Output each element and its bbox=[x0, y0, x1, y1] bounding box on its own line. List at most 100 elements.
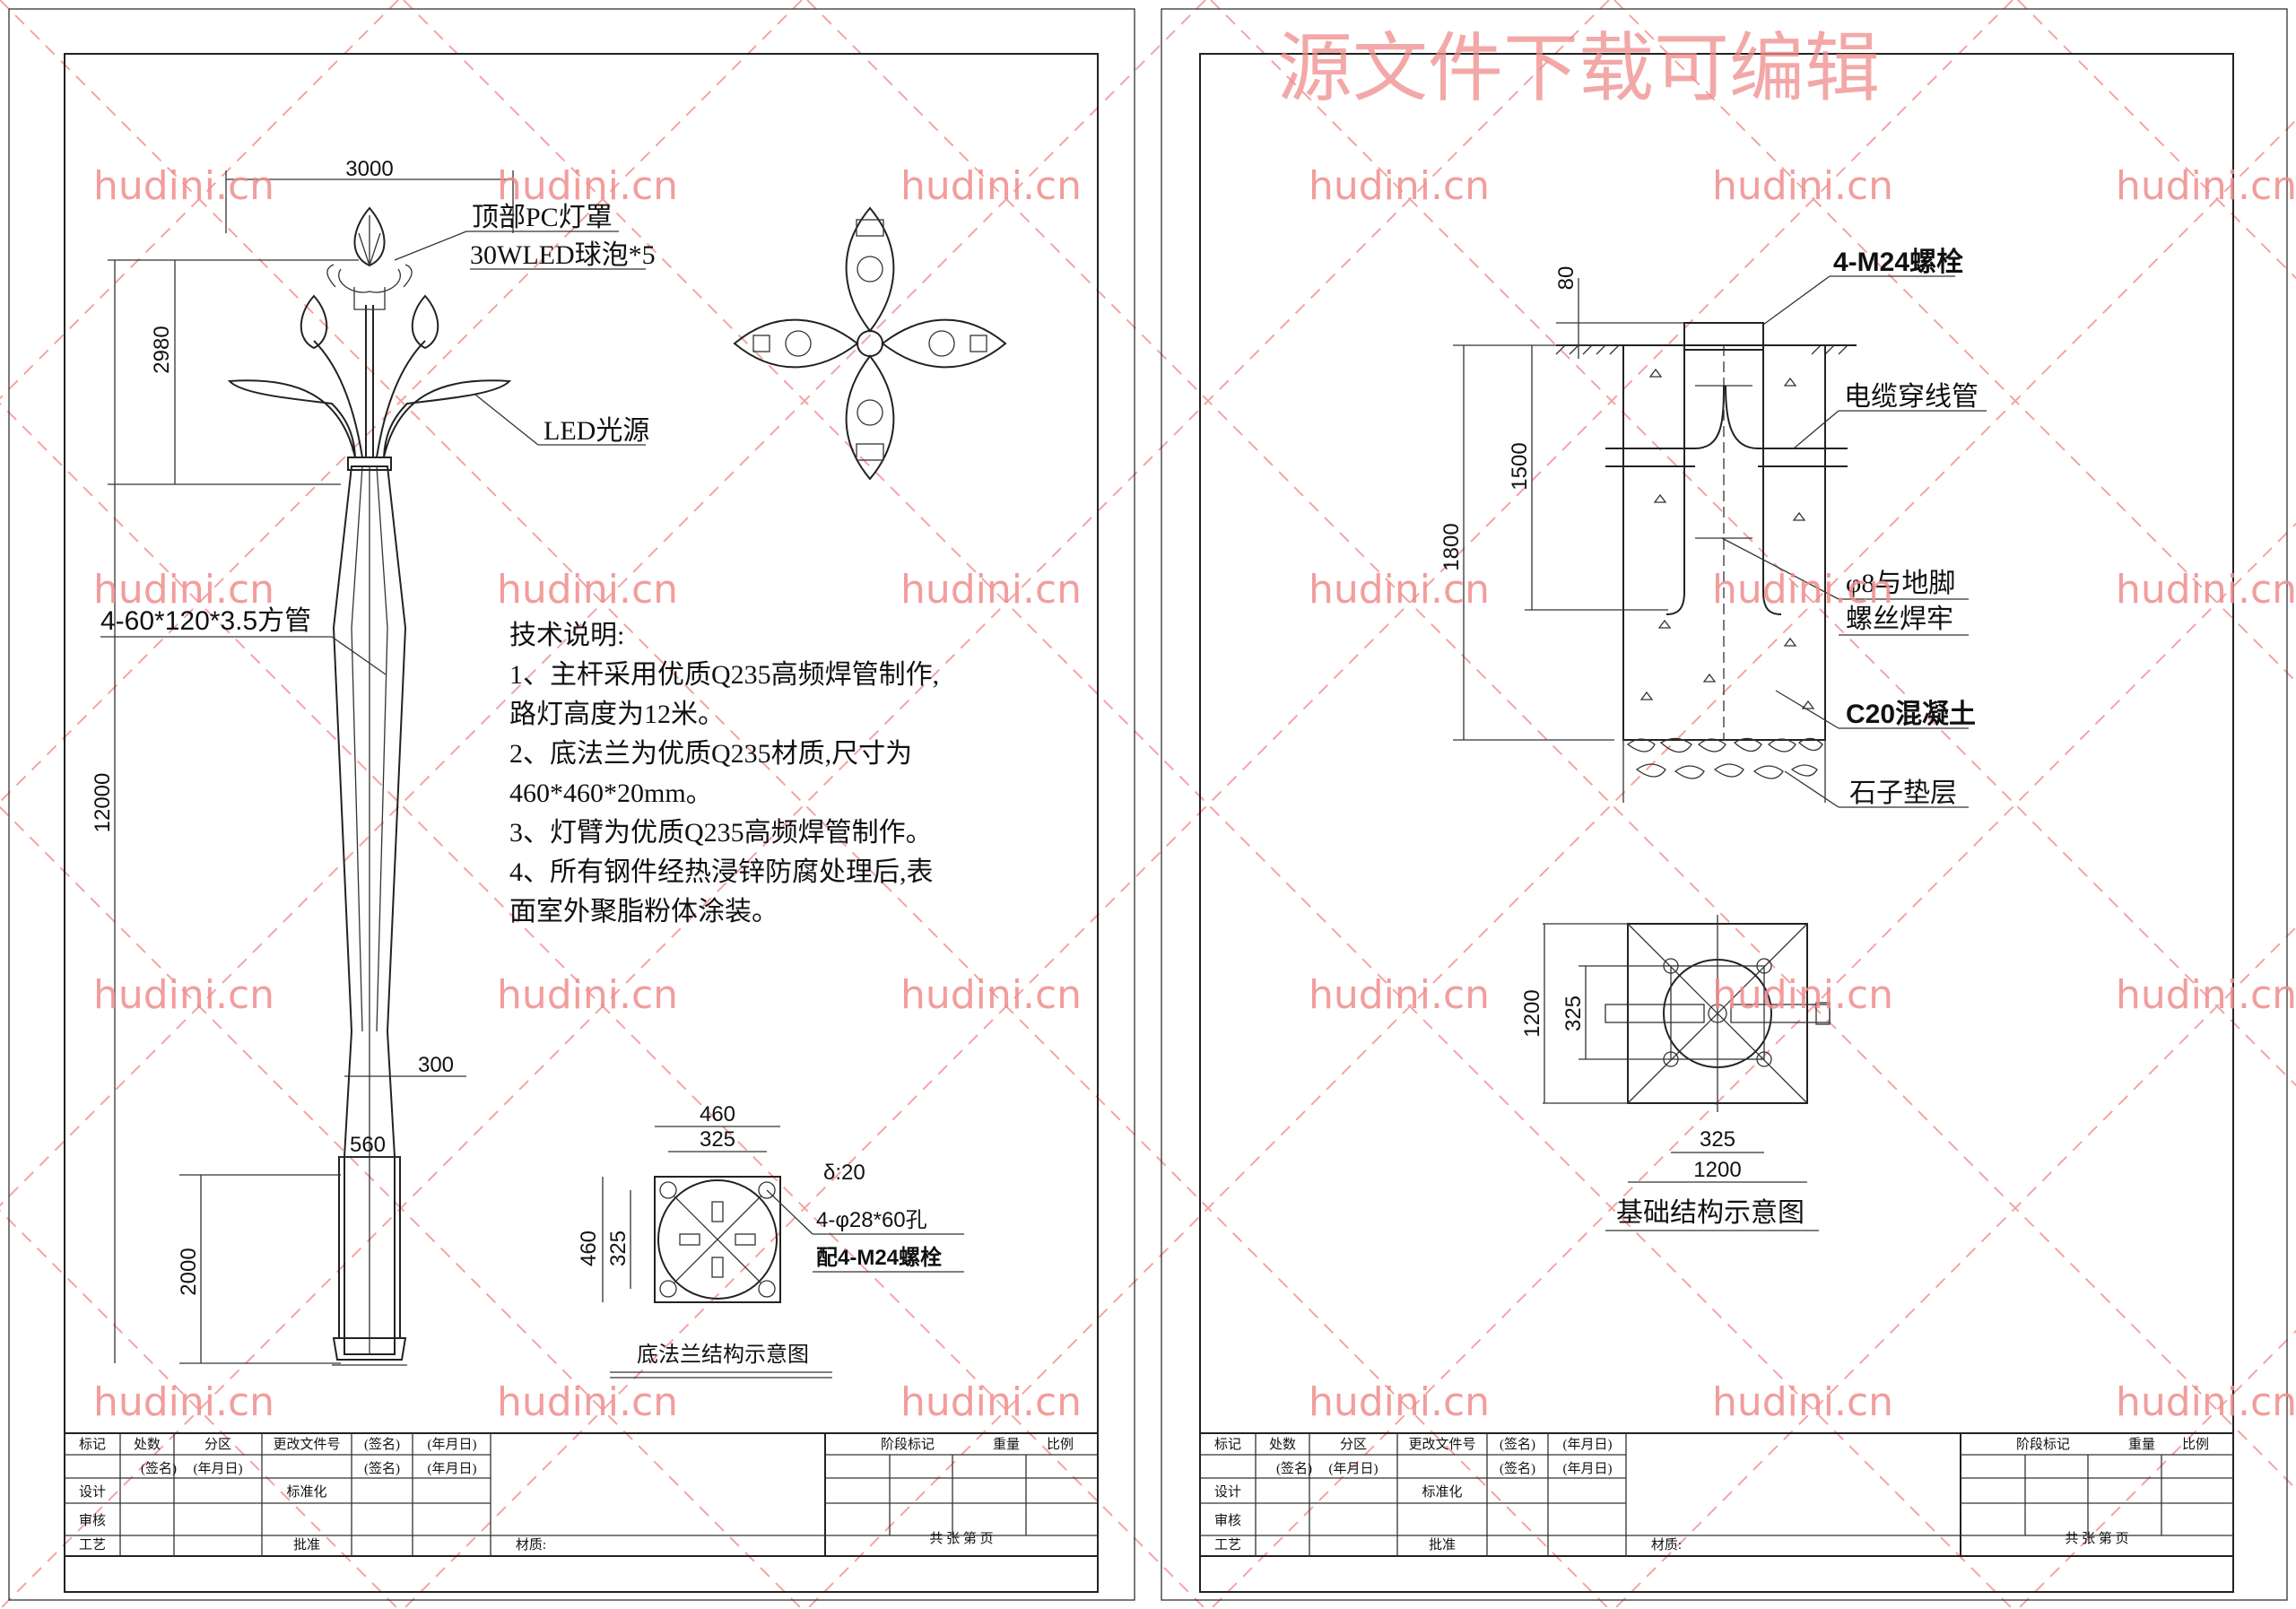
title-block-cell: 材质: bbox=[516, 1537, 546, 1552]
dim-total-height: 12000 bbox=[91, 773, 115, 833]
title-block-cell: 共 张 第 页 bbox=[929, 1530, 993, 1546]
callout-led-source: LED光源 bbox=[544, 416, 649, 446]
title-block-cell: 设计 bbox=[79, 1484, 106, 1500]
watermark-site: hudini.cn bbox=[1309, 567, 1490, 613]
title-block-cell: 处数 bbox=[1269, 1437, 1296, 1452]
lamp-pole bbox=[227, 206, 512, 1366]
watermark-site: hudini.cn bbox=[1309, 972, 1490, 1018]
tech-note-line: 面室外聚脂粉体涂装。 bbox=[509, 897, 778, 926]
watermark-site: hudini.cn bbox=[93, 972, 274, 1018]
tech-note-line: 技术说明: bbox=[509, 621, 624, 650]
flange-outer-w: 460 bbox=[700, 1102, 735, 1126]
callout-bulbs: 30WLED球泡*5 bbox=[470, 240, 656, 270]
right-inner-border bbox=[1199, 53, 2234, 1593]
label-concrete: C20混凝土 bbox=[1846, 700, 1976, 729]
foundation-caption: 基础结构示意图 bbox=[1616, 1198, 1805, 1228]
title-block-cell: (年月日) bbox=[428, 1461, 477, 1476]
title-block-cell: 材质: bbox=[1651, 1537, 1682, 1552]
watermark-site: hudini.cn bbox=[2116, 1379, 2296, 1425]
watermark-site: hudini.cn bbox=[2116, 972, 2296, 1018]
right-sheet: 80 1800 1500 4-M24螺栓 电缆穿线管 φ8与地脚 螺丝焊牢 C2… bbox=[1161, 8, 2288, 1601]
title-block-cell: (签名) bbox=[1276, 1461, 1312, 1476]
watermark-site: hudini.cn bbox=[1309, 163, 1490, 209]
left-outer-border bbox=[8, 8, 1135, 1601]
title-block-cell: 比例 bbox=[1047, 1437, 1074, 1452]
tech-note-line: 路灯高度为12米。 bbox=[509, 700, 725, 729]
watermark-site: hudini.cn bbox=[497, 163, 678, 209]
title-block-cell: 更改文件号 bbox=[1408, 1437, 1475, 1452]
watermark-site: hudini.cn bbox=[1712, 1379, 1893, 1425]
title-block-cell: (签名) bbox=[364, 1437, 400, 1452]
title-block-cell: 重量 bbox=[2128, 1437, 2155, 1452]
flange-inner-h: 325 bbox=[606, 1231, 631, 1266]
foundation-plan: 1200 325 325 1200 基础结构示意图 bbox=[1520, 915, 1831, 1231]
dim-top: 80 bbox=[1554, 266, 1578, 291]
title-block-cell: (年月日) bbox=[1563, 1437, 1613, 1452]
plan-dim-width: 1200 bbox=[1693, 1158, 1741, 1182]
dim-conduit: 1500 bbox=[1508, 442, 1532, 490]
technical-notes: 技术说明: 1、主杆采用优质Q235高频焊管制作, 路灯高度为12米。 2、底法兰为优… bbox=[509, 621, 939, 926]
title-block-cell: 审核 bbox=[1214, 1513, 1241, 1528]
title-block-cell: 批准 bbox=[1429, 1537, 1456, 1552]
dim-mid-width: 300 bbox=[418, 1053, 454, 1077]
callout-lamp-cover: 顶部PC灯罩 bbox=[472, 203, 613, 232]
watermark-site: hudini.cn bbox=[93, 567, 274, 613]
watermark-site: hudini.cn bbox=[93, 163, 274, 209]
watermark-site: hudini.cn bbox=[2116, 567, 2296, 613]
title-block-cell: 审核 bbox=[79, 1513, 106, 1528]
title-block-cell: (签名) bbox=[1500, 1437, 1535, 1452]
title-block-cell: 分区 bbox=[1340, 1437, 1367, 1452]
title-block-left: 标记处数分区更改文件号(签名)(年月日)设计(签名)(年月日)标准化(签名)(年… bbox=[64, 1432, 1099, 1557]
title-block-cell: (年月日) bbox=[194, 1461, 243, 1476]
flange-inner-w: 325 bbox=[700, 1127, 735, 1152]
watermark-site: hudini.cn bbox=[1309, 1379, 1490, 1425]
title-block-cell: 设计 bbox=[1214, 1484, 1241, 1500]
title-block-cell: 工艺 bbox=[79, 1537, 106, 1552]
title-block-cell: 共 张 第 页 bbox=[2065, 1530, 2128, 1546]
label-weld-2: 螺丝焊牢 bbox=[1846, 604, 1953, 634]
title-block-cell: 分区 bbox=[204, 1437, 231, 1452]
flange-bolts: 配4-M24螺栓 bbox=[816, 1246, 942, 1270]
tech-note-line: 1、主杆采用优质Q235高频焊管制作, bbox=[509, 660, 939, 690]
tech-note-line: 2、底法兰为优质Q235材质,尺寸为 bbox=[509, 739, 912, 769]
dim-depth: 1800 bbox=[1439, 523, 1464, 570]
left-inner-border bbox=[64, 53, 1099, 1593]
title-block-cell: (年月日) bbox=[1329, 1461, 1378, 1476]
lamp-plan-view bbox=[733, 206, 1007, 481]
label-bolts: 4-M24螺栓 bbox=[1833, 248, 1963, 277]
title-block-cell: (签名) bbox=[1500, 1461, 1535, 1476]
left-sheet: 3000 2980 12000 300 560 2000 顶部PC灯罩 30WL… bbox=[8, 8, 1135, 1601]
plan-dim-inner-h: 325 bbox=[1561, 996, 1586, 1031]
plan-dim-inner-w: 325 bbox=[1700, 1127, 1735, 1152]
watermark-site: hudini.cn bbox=[497, 972, 678, 1018]
watermark-site: hudini.cn bbox=[900, 1379, 1082, 1425]
label-cable-duct: 电缆穿线管 bbox=[1844, 382, 1979, 412]
dim-head-height: 2980 bbox=[150, 326, 174, 373]
label-gravel: 石子垫层 bbox=[1849, 778, 1957, 808]
watermark-site: hudini.cn bbox=[900, 163, 1082, 209]
watermark-site: hudini.cn bbox=[1712, 163, 1893, 209]
flange-caption: 底法兰结构示意图 bbox=[637, 1343, 809, 1367]
watermark-banner: 源文件下载可编辑 bbox=[1277, 24, 1880, 112]
watermark-site: hudini.cn bbox=[2116, 163, 2296, 209]
title-block-cell: 阶段标记 bbox=[2016, 1437, 2070, 1452]
title-block-cell: 更改文件号 bbox=[273, 1437, 340, 1452]
tech-note-line: 4、所有钢件经热浸锌防腐处理后,表 bbox=[509, 857, 934, 887]
callout-square-tube: 4-60*120*3.5方管 bbox=[100, 606, 311, 636]
title-block-right: 标记处数分区更改文件号(签名)(年月日)设计(签名)(年月日)标准化(签名)(年… bbox=[1199, 1432, 2234, 1557]
foundation-section: 80 1800 1500 4-M24螺栓 电缆穿线管 φ8与地脚 螺丝焊牢 C2… bbox=[1439, 248, 1987, 808]
flange-outer-h: 460 bbox=[577, 1231, 601, 1266]
title-block-cell: 处数 bbox=[134, 1437, 161, 1452]
tech-note-line: 460*460*20mm。 bbox=[509, 778, 713, 808]
flange-thickness: δ:20 bbox=[823, 1161, 865, 1185]
title-block-cell: 工艺 bbox=[1214, 1537, 1241, 1552]
title-block-cell: (年月日) bbox=[428, 1437, 477, 1452]
title-block-cell: (签名) bbox=[141, 1461, 177, 1476]
watermark-site: hudini.cn bbox=[900, 972, 1082, 1018]
watermark-site: hudini.cn bbox=[1712, 567, 1893, 613]
base-flange: 460 325 460 325 δ:20 4-φ28*60孔 配4-M24螺栓 … bbox=[577, 1102, 964, 1379]
title-block-cell: 标准化 bbox=[286, 1484, 326, 1500]
dim-base-width: 560 bbox=[350, 1133, 386, 1157]
